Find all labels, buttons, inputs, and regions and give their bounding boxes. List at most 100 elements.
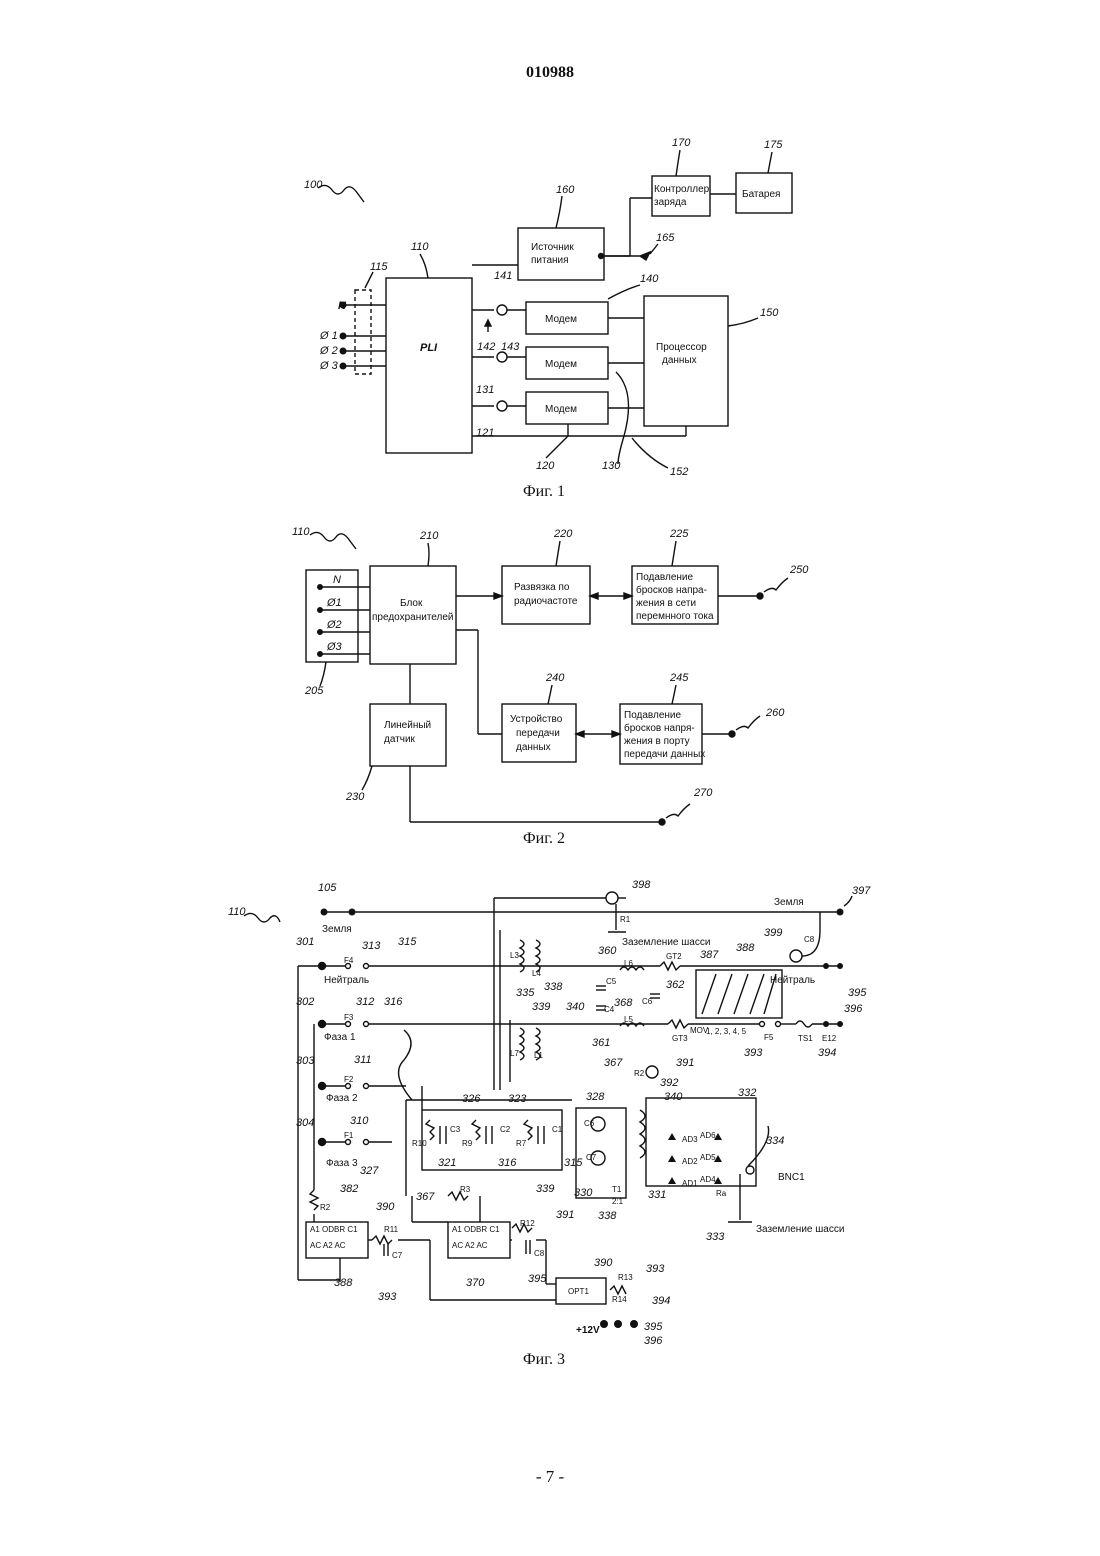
svg-text:AD4: AD4 bbox=[700, 1175, 716, 1184]
svg-text:бросков напра-: бросков напра- bbox=[636, 584, 707, 596]
diode-bridge bbox=[646, 1098, 756, 1186]
svg-text:L5: L5 bbox=[624, 1015, 633, 1024]
svg-text:Заземление шасси: Заземление шасси bbox=[756, 1224, 844, 1235]
ref-142: 142 bbox=[477, 341, 495, 353]
svg-text:Источник: Источник bbox=[531, 242, 574, 253]
ref-110: 110 bbox=[411, 241, 429, 253]
svg-text:R2: R2 bbox=[634, 1069, 645, 1078]
svg-text:Фаза 3: Фаза 3 bbox=[326, 1158, 358, 1169]
svg-text:питания: питания bbox=[531, 255, 569, 266]
svg-text:370: 370 bbox=[466, 1277, 485, 1289]
svg-text:AD5: AD5 bbox=[700, 1153, 716, 1162]
svg-text:BNC1: BNC1 bbox=[778, 1172, 805, 1183]
svg-text:Батарея: Батарея bbox=[742, 189, 780, 200]
svg-text:C5: C5 bbox=[606, 977, 617, 986]
svg-text:R9: R9 bbox=[462, 1139, 473, 1148]
fig3-caption: Фиг. 3 bbox=[523, 1351, 565, 1368]
svg-text:AD3: AD3 bbox=[682, 1135, 698, 1144]
ref-120: 120 bbox=[536, 460, 555, 472]
terminal-wires bbox=[346, 305, 386, 366]
svg-text:393: 393 bbox=[378, 1291, 397, 1303]
svg-text:C3: C3 bbox=[450, 1125, 461, 1134]
svg-text:N: N bbox=[333, 574, 341, 586]
ref-121: 121 bbox=[476, 427, 494, 439]
figure-1: 100 N Ø 1 Ø 2 Ø 3 115 PLI 110 Источник п… bbox=[304, 137, 792, 500]
svg-text:230: 230 bbox=[345, 791, 365, 803]
svg-text:предохранителей: предохранителей bbox=[372, 612, 454, 623]
svg-text:390: 390 bbox=[376, 1201, 395, 1213]
svg-text:передачи данных: передачи данных bbox=[624, 749, 705, 760]
svg-text:C2: C2 bbox=[500, 1125, 511, 1134]
svg-text:Линейный: Линейный bbox=[384, 720, 431, 731]
ref-170: 170 bbox=[672, 137, 691, 149]
svg-text:302: 302 bbox=[296, 996, 314, 1008]
svg-text:Фаза 1: Фаза 1 bbox=[324, 1032, 356, 1043]
svg-text:1, 2, 3, 4, 5: 1, 2, 3, 4, 5 bbox=[706, 1027, 747, 1036]
svg-text:Подавление: Подавление bbox=[636, 572, 694, 583]
svg-text:396: 396 bbox=[644, 1335, 663, 1347]
svg-text:328: 328 bbox=[586, 1091, 605, 1103]
svg-text:R11: R11 bbox=[384, 1225, 399, 1234]
svg-text:382: 382 bbox=[340, 1183, 358, 1195]
svg-text:225: 225 bbox=[669, 528, 689, 540]
svg-text:316: 316 bbox=[384, 996, 403, 1008]
svg-text:245: 245 bbox=[669, 672, 689, 684]
svg-text:338: 338 bbox=[598, 1210, 617, 1222]
svg-text:Блок: Блок bbox=[400, 598, 423, 609]
svg-text:339: 339 bbox=[532, 1001, 550, 1013]
svg-text:жения в сети: жения в сети bbox=[636, 598, 696, 609]
block-charge-controller bbox=[652, 176, 710, 216]
svg-text:316: 316 bbox=[498, 1157, 517, 1169]
svg-text:332: 332 bbox=[738, 1087, 756, 1099]
svg-text:Нейтраль: Нейтраль bbox=[770, 975, 815, 986]
svg-text:394: 394 bbox=[818, 1047, 836, 1059]
svg-text:бросков напря-: бросков напря- bbox=[624, 722, 695, 734]
svg-text:радиочастоте: радиочастоте bbox=[514, 596, 578, 607]
svg-text:Ø3: Ø3 bbox=[326, 641, 343, 653]
svg-text:312: 312 bbox=[356, 996, 374, 1008]
svg-text:315: 315 bbox=[398, 936, 417, 948]
ref-115: 115 bbox=[370, 261, 388, 273]
svg-text:L3: L3 bbox=[510, 951, 519, 960]
svg-text:R1: R1 bbox=[620, 915, 631, 924]
svg-text:GT2: GT2 bbox=[666, 952, 682, 961]
svg-text:A1 ODBR C1: A1 ODBR C1 bbox=[452, 1225, 500, 1234]
svg-text:395: 395 bbox=[848, 987, 867, 999]
svg-text:A1 ODBR C1: A1 ODBR C1 bbox=[310, 1225, 358, 1234]
svg-text:R10: R10 bbox=[412, 1139, 427, 1148]
svg-text:399: 399 bbox=[764, 927, 782, 939]
svg-text:260: 260 bbox=[765, 707, 785, 719]
svg-text:315: 315 bbox=[564, 1157, 583, 1169]
svg-text:362: 362 bbox=[666, 979, 684, 991]
svg-text:C6: C6 bbox=[584, 1119, 595, 1128]
terminal-phase1: Ø 1 bbox=[319, 330, 338, 342]
svg-text:105: 105 bbox=[318, 882, 337, 894]
svg-text:Земля: Земля bbox=[774, 897, 804, 908]
svg-text:301: 301 bbox=[296, 936, 314, 948]
svg-text:Заземление шасси: Заземление шасси bbox=[622, 937, 710, 948]
svg-text:388: 388 bbox=[736, 942, 755, 954]
svg-text:TS1: TS1 bbox=[798, 1034, 813, 1043]
svg-text:388: 388 bbox=[334, 1277, 353, 1289]
svg-text:340: 340 bbox=[664, 1091, 683, 1103]
svg-text:Земля: Земля bbox=[322, 924, 352, 935]
svg-text:R12: R12 bbox=[520, 1219, 535, 1228]
svg-text:C8: C8 bbox=[534, 1249, 545, 1258]
ref-160: 160 bbox=[556, 184, 575, 196]
terminal-phase3: Ø 3 bbox=[319, 360, 339, 372]
svg-text:392: 392 bbox=[660, 1077, 678, 1089]
svg-text:335: 335 bbox=[516, 987, 535, 999]
figure-3: 110 105 Земля Земля 397 398 R1 Заземлени… bbox=[228, 879, 871, 1368]
svg-text:393: 393 bbox=[744, 1047, 763, 1059]
ref-175: 175 bbox=[764, 139, 783, 151]
svg-text:110: 110 bbox=[228, 906, 246, 918]
ref-143: 143 bbox=[501, 341, 520, 353]
svg-text:334: 334 bbox=[766, 1135, 784, 1147]
svg-text:Ra: Ra bbox=[716, 1189, 727, 1198]
svg-text:340: 340 bbox=[566, 1001, 585, 1013]
svg-text:Развязка по: Развязка по bbox=[514, 582, 570, 593]
svg-text:339: 339 bbox=[536, 1183, 554, 1195]
svg-text:C7: C7 bbox=[392, 1251, 403, 1260]
svg-text:L7: L7 bbox=[510, 1049, 519, 1058]
